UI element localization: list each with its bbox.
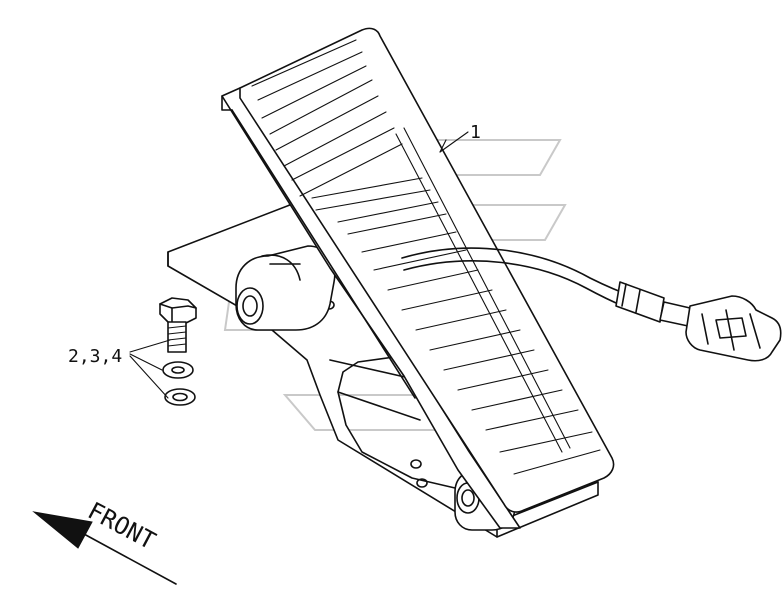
callout-label-pedal: 1 xyxy=(470,122,481,143)
flat-washer xyxy=(164,388,196,406)
pivot-hinge-upper xyxy=(235,245,336,331)
callout-leader-pedal xyxy=(439,131,469,153)
spring-washer xyxy=(162,361,194,379)
hex-bolt xyxy=(159,297,197,353)
front-direction-label: FRONT xyxy=(83,497,160,556)
wire-harness xyxy=(401,247,691,327)
front-direction-arrow xyxy=(32,511,177,585)
pedal-pad xyxy=(239,27,615,513)
callout-label-fasteners: 2,3,4 xyxy=(68,346,122,367)
callout-leader-fasteners xyxy=(129,339,171,399)
harness-connector xyxy=(685,295,782,362)
